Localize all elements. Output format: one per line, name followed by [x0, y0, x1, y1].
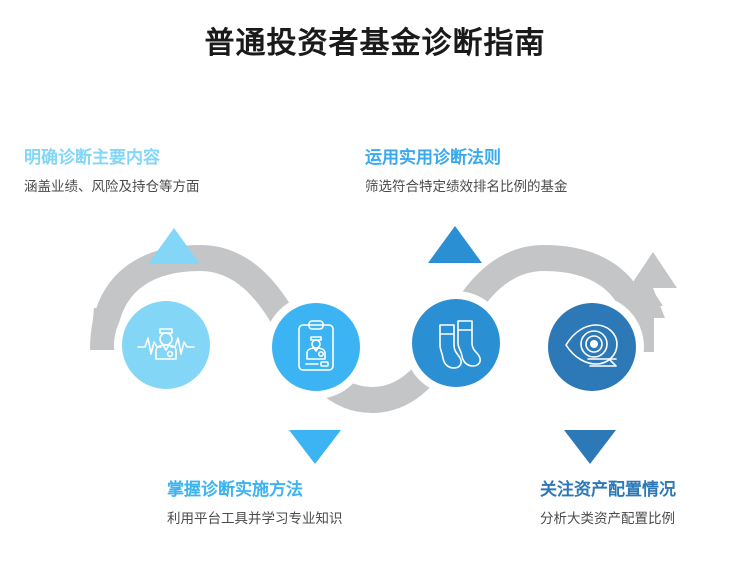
step-3-heading: 运用实用诊断法则 [365, 148, 501, 167]
page-title: 普通投资者基金诊断指南 [204, 27, 546, 60]
step-node-4[interactable] [540, 295, 644, 399]
step-4-heading: 关注资产配置情况 [540, 480, 676, 499]
step-2-description: 利用平台工具并学习专业知识 [167, 511, 343, 526]
step-2-caption: 掌握诊断实施方法 利用平台工具并学习专业知识 [167, 478, 467, 528]
pointer-triangle-2 [289, 430, 341, 464]
step-3-circle [412, 299, 500, 387]
step-4-description: 分析大类资产配置比例 [540, 511, 675, 526]
pointer-triangle-3 [428, 226, 482, 263]
step-node-1[interactable] [114, 293, 218, 397]
step-node-3[interactable] [404, 291, 508, 395]
step-2-circle [272, 303, 360, 391]
pointer-triangle-1 [148, 228, 200, 264]
pointer-triangle-4 [564, 430, 616, 464]
step-1-description: 涵盖业绩、风险及持仓等方面 [24, 179, 200, 194]
step-2-heading: 掌握诊断实施方法 [167, 480, 303, 499]
step-3-description: 筛选符合特定绩效排名比例的基金 [365, 179, 568, 194]
step-3-caption: 运用实用诊断法则 筛选符合特定绩效排名比例的基金 [365, 146, 665, 196]
step-1-heading: 明确诊断主要内容 [24, 148, 160, 167]
medical-clipboard-icon [298, 320, 334, 371]
eye-examination-icon [565, 324, 618, 367]
doctor-heartbeat-icon [137, 328, 195, 360]
step-4-caption: 关注资产配置情况 分析大类资产配置比例 [540, 478, 750, 528]
step-node-2[interactable] [264, 295, 368, 399]
step-1-caption: 明确诊断主要内容 涵盖业绩、风险及持仓等方面 [24, 146, 324, 196]
socks-icon [439, 320, 481, 369]
